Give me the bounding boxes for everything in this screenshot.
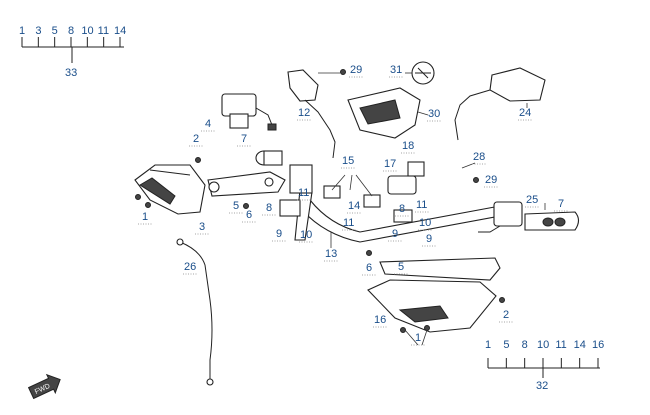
kit-total-33: 33	[65, 67, 77, 79]
brake-master-cylinder	[221, 93, 277, 131]
callout-6: 6	[246, 209, 252, 221]
callout-6: 6	[366, 262, 372, 274]
callout-28: 28	[473, 151, 485, 163]
callout-29: 29	[485, 174, 497, 186]
left-hand-guard	[134, 164, 206, 215]
callout-11: 11	[416, 199, 427, 211]
callout-2: 2	[503, 309, 509, 321]
guard-bracket-right	[379, 257, 501, 281]
callout-9: 9	[276, 228, 282, 240]
kit-33-item: 5	[52, 25, 58, 37]
callout-14: 14	[348, 200, 360, 212]
handlebar-cover	[347, 87, 421, 139]
callout-2: 2	[193, 133, 199, 145]
mirror-right	[454, 67, 546, 141]
kit-32-item: 16	[592, 339, 604, 351]
kit-total-32: 32	[536, 380, 548, 392]
callout-18: 18	[402, 140, 414, 152]
kit-32-item: 8	[522, 339, 528, 351]
kit-33-item: 8	[68, 25, 74, 37]
callout-5: 5	[233, 200, 239, 212]
grip-left	[255, 150, 283, 166]
kit-32-item: 1	[485, 339, 491, 351]
kit-33-item: 1	[19, 25, 25, 37]
callout-1: 1	[142, 211, 148, 223]
mirror-left	[287, 69, 336, 159]
fwd-arrow: FWD	[27, 373, 61, 400]
callout-1: 1	[415, 332, 421, 344]
kit-33-item: 10	[81, 25, 93, 37]
leader-lines	[318, 72, 546, 346]
callout-25: 25	[526, 194, 538, 206]
callout-29: 29	[350, 64, 362, 76]
callout-12: 12	[298, 107, 310, 119]
callout-17: 17	[384, 158, 396, 170]
right-hand-guard	[367, 279, 497, 333]
callout-31: 31	[390, 64, 402, 76]
callout-4: 4	[205, 118, 211, 130]
callout-9: 9	[392, 228, 398, 240]
kit-33-item: 3	[35, 25, 41, 37]
throttle-housing	[478, 201, 523, 233]
callout-30: 30	[428, 108, 440, 120]
callout-10: 10	[300, 229, 312, 241]
throttle-cable	[176, 238, 214, 386]
reservoir-cap	[411, 61, 435, 85]
kit-33-item: 14	[114, 25, 126, 37]
callout-26: 26	[184, 261, 196, 273]
callout-11: 11	[298, 187, 309, 199]
callout-11: 11	[343, 217, 354, 229]
callout-8: 8	[266, 202, 272, 214]
screws	[135, 69, 505, 333]
callout-15: 15	[342, 155, 354, 167]
kit-33-item: 11	[98, 25, 109, 37]
kit-32-item: 10	[537, 339, 549, 351]
callout-13: 13	[325, 248, 337, 260]
callout-5: 5	[398, 261, 404, 273]
callout-9: 9	[426, 233, 432, 245]
callout-10: 10	[419, 217, 431, 229]
callout-24: 24	[519, 107, 531, 119]
callout-8: 8	[399, 203, 405, 215]
kit-32-item: 14	[574, 339, 586, 351]
callout-3: 3	[199, 221, 205, 233]
callout-7: 7	[241, 133, 247, 145]
callout-7: 7	[558, 198, 564, 210]
kit-32-item: 5	[503, 339, 509, 351]
kit-32-item: 11	[555, 339, 566, 351]
callout-16: 16	[374, 314, 386, 326]
guard-bracket-left	[207, 171, 286, 197]
switch-assembly	[387, 161, 425, 195]
grip-right	[524, 211, 580, 231]
